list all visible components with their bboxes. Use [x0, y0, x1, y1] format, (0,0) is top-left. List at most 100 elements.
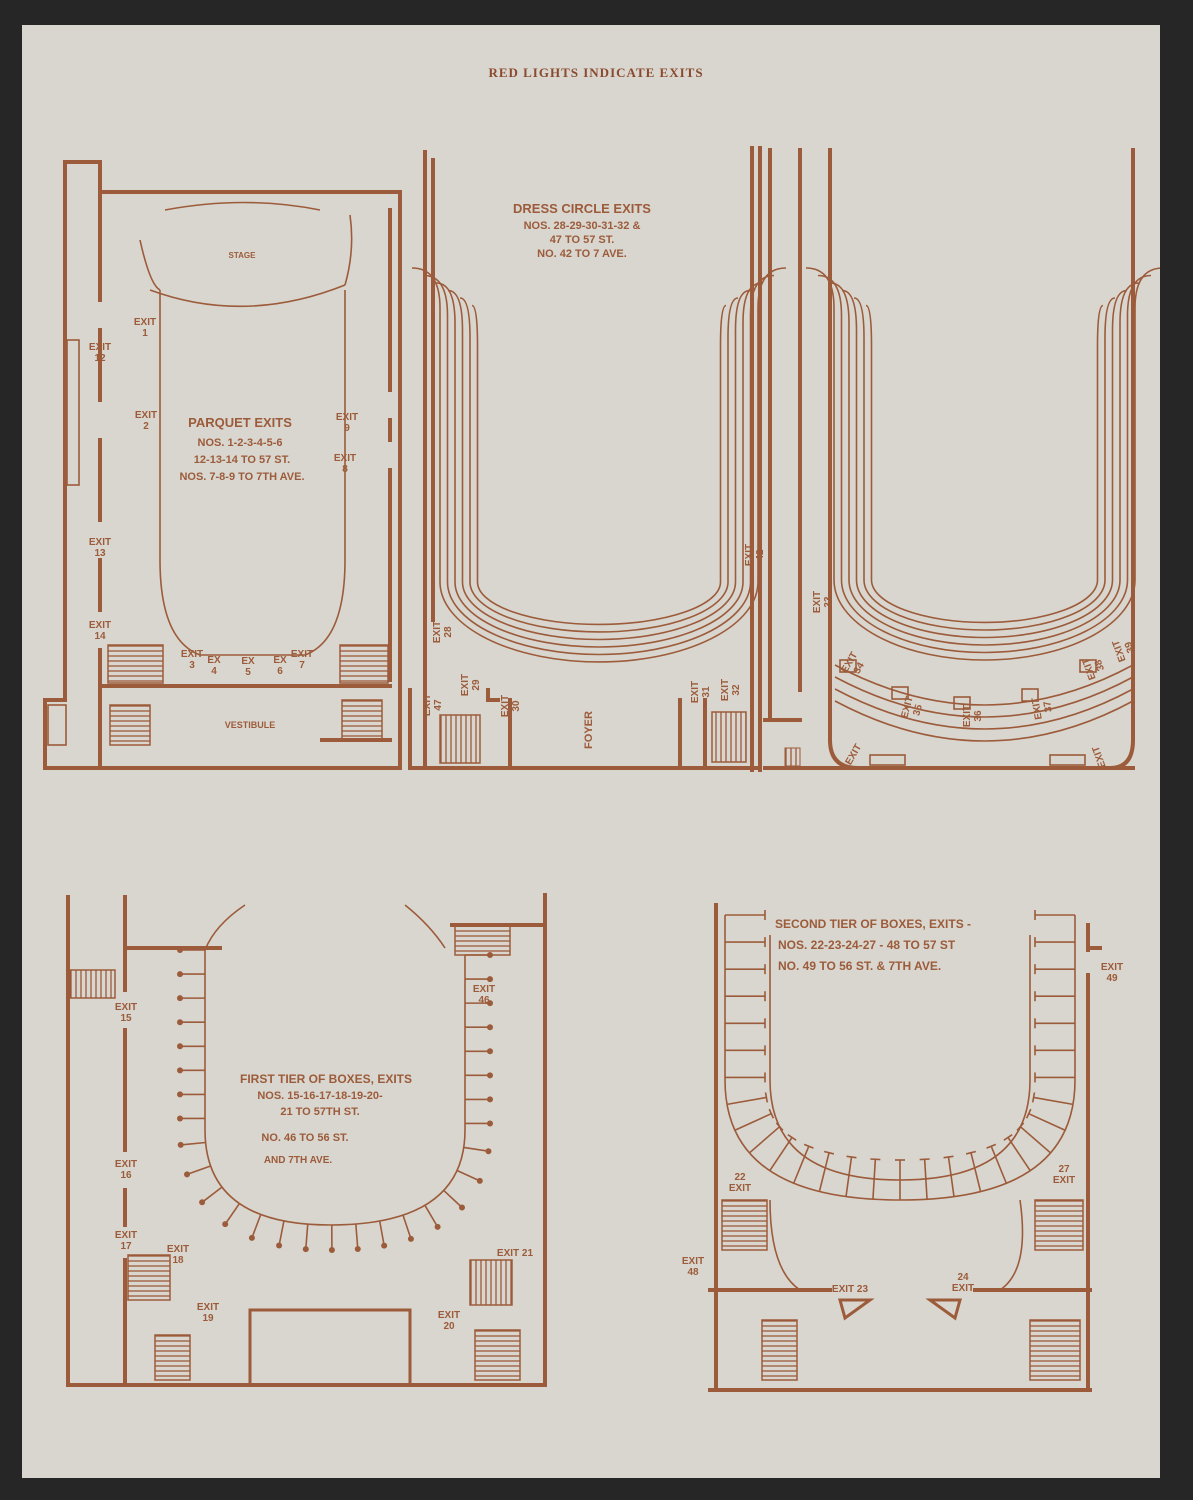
exit-number: 32: [731, 684, 742, 696]
seating-row: [865, 304, 1104, 624]
exit-word: EXIT: [432, 621, 443, 643]
box-seat: [177, 1067, 183, 1074]
exit-number: 33: [823, 596, 834, 608]
exit-label: EXIT42: [744, 544, 766, 566]
exit-word: EX: [207, 655, 221, 666]
exit-label: EXIT31: [690, 681, 712, 703]
dress-circle-seating-rows: [411, 267, 787, 663]
exit-label: EXIT29: [460, 674, 482, 696]
exit-number: 36: [973, 710, 984, 722]
box-partition-cap: [943, 1155, 954, 1159]
first-tier-line: NOS. 15-16-17-18-19-20-: [257, 1090, 383, 1102]
exit-label: EXIT37: [1030, 695, 1056, 721]
parquet-line: 12-13-14 TO 57 ST.: [194, 454, 290, 466]
box-partition: [304, 1224, 309, 1250]
seating-row: [411, 267, 787, 663]
box-partition: [456, 1169, 481, 1182]
exit-number: 13: [94, 548, 106, 559]
exit-label: EXIT 21: [497, 1248, 534, 1259]
box-partition: [402, 1214, 412, 1240]
balcony-plan: [763, 148, 1160, 770]
box-seat: [177, 1115, 183, 1122]
seating-row: [447, 289, 751, 641]
exit-number: 19: [202, 1313, 214, 1324]
second-tier-plan: SECOND TIER OF BOXES, EXITS - NOS. 22-23…: [708, 903, 1102, 1392]
exit-word: EX: [273, 655, 287, 666]
box-seat: [487, 1072, 493, 1079]
exit-word: EX: [241, 656, 255, 667]
box-partition-cap: [846, 1155, 857, 1159]
exit-label: EXIT32: [720, 679, 742, 701]
exit-word: EXIT: [135, 410, 157, 421]
box-partition: [278, 1220, 285, 1246]
box-partition: [378, 1220, 385, 1246]
box-seat: [487, 952, 493, 958]
exit-word: EXIT: [500, 695, 511, 717]
box-partition: [734, 1112, 772, 1131]
exit-number: 12: [94, 353, 106, 364]
box-seat: [276, 1242, 283, 1249]
box-partition: [186, 1165, 211, 1176]
box-seat: [487, 1000, 493, 1007]
exit-label: EXIT33: [812, 591, 834, 613]
second-tier-line: NO. 49 TO 56 ST. & 7TH AVE.: [778, 959, 941, 973]
box-seat: [177, 947, 183, 954]
box-partition: [1033, 1096, 1074, 1106]
exit-word: EXIT: [1091, 745, 1109, 770]
dress-circle-line: 47 TO 57 ST.: [550, 234, 615, 246]
exit-word: EXIT: [473, 984, 495, 995]
box-seat: [177, 1019, 183, 1026]
first-tier-plan: FIRST TIER OF BOXES, EXITS NOS. 15-16-17…: [66, 893, 547, 1387]
exit-word: EXIT: [89, 342, 111, 353]
exit-label: EXIT36: [962, 705, 984, 727]
box-seat: [248, 1234, 255, 1241]
exit-number: EXIT: [952, 1283, 974, 1294]
exit-number: 38: [1093, 658, 1107, 673]
exit-number: 3: [189, 660, 195, 671]
exit-number: 46: [478, 995, 490, 1006]
exit-word: EXIT: [134, 317, 156, 328]
seating-row: [841, 289, 1128, 639]
exit-number: 18: [172, 1255, 184, 1266]
box-partition-cap: [1003, 1134, 1013, 1141]
seating-row: [471, 304, 727, 626]
box-partition-cap: [787, 1134, 797, 1141]
box-seat: [177, 971, 183, 978]
box-partition: [726, 1096, 767, 1106]
exit-word: EXIT: [115, 1002, 137, 1013]
box-partition: [947, 1156, 955, 1197]
box-seat: [434, 1223, 441, 1230]
exit-word: EXIT 21: [497, 1248, 534, 1259]
first-tier-line: NO. 46 TO 56 ST.: [261, 1132, 348, 1144]
box-partition: [201, 1186, 223, 1203]
exit-word: EXIT: [167, 1244, 189, 1255]
parquet-line: NOS. 7-8-9 TO 7TH AVE.: [179, 471, 304, 483]
exit-number: 16: [120, 1170, 132, 1181]
exit-door: [953, 696, 971, 710]
box-seat: [476, 1177, 483, 1184]
exit-word: EXIT: [422, 694, 433, 716]
exit-door: [1021, 688, 1039, 702]
exit-number: 7: [299, 660, 305, 671]
dress-circle-line: NO. 42 TO 7 AVE.: [537, 248, 627, 260]
box-partition-cap: [1031, 1092, 1036, 1103]
exit-door: [1079, 659, 1097, 673]
box-partition: [818, 1152, 830, 1192]
box-seat: [381, 1242, 388, 1249]
exit-number: 37: [1042, 700, 1055, 713]
exit-number: 29: [471, 679, 482, 691]
document-page: RED LIGHTS INDICATE EXITS STAGE VESTIBUL…: [22, 25, 1160, 1478]
dress-circle-line: NOS. 28-29-30-31-32 &: [524, 220, 641, 232]
balcony-seating-rows: [805, 267, 1160, 742]
